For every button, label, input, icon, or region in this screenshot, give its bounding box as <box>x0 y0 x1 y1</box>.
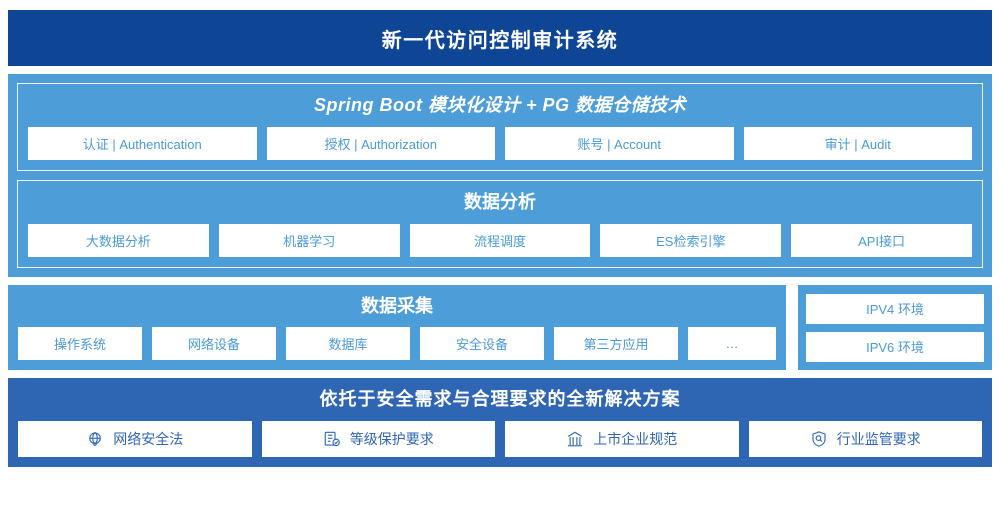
platform-panel: Spring Boot 模块化设计 + PG 数据仓储技术 认证 | Authe… <box>8 74 992 277</box>
chip-third-party-application[interactable]: 第三方应用 <box>554 327 678 360</box>
chip-row-data-analysis: 大数据分析 机器学习 流程调度 ES检索引擎 API接口 <box>28 224 972 257</box>
chip-label: 网络安全法 <box>113 431 184 447</box>
chip-row-spring-boot: 认证 | Authentication 授权 | Authorization 账… <box>28 127 972 160</box>
chip-es-search-engine[interactable]: ES检索引擎 <box>600 224 782 257</box>
environment-panel: IPV4 环境 IPV6 环境 <box>798 285 992 370</box>
chip-database[interactable]: 数据库 <box>286 327 410 360</box>
chip-ipv4-environment[interactable]: IPV4 环境 <box>806 293 984 324</box>
chip-label: 等级保护要求 <box>349 431 434 447</box>
group-title-spring-boot: Spring Boot 模块化设计 + PG 数据仓储技术 <box>313 95 686 115</box>
chip-network-device[interactable]: 网络设备 <box>152 327 276 360</box>
chip-process-scheduling[interactable]: 流程调度 <box>409 224 591 257</box>
chip-classified-protection-requirements[interactable]: 等级保护要求 <box>261 421 495 457</box>
page-header: 新一代访问控制审计系统 <box>8 10 992 66</box>
chip-row-solution: 网络安全法 等级保护要求 <box>18 421 982 457</box>
group-data-analysis: 数据分析 大数据分析 机器学习 流程调度 ES检索引擎 API接口 <box>17 180 983 268</box>
document-check-icon <box>323 430 341 448</box>
chip-audit[interactable]: 审计 | Audit <box>743 127 972 160</box>
shield-search-icon <box>810 430 828 448</box>
chip-listed-enterprise-standards[interactable]: 上市企业规范 <box>505 421 739 457</box>
chip-operating-system[interactable]: 操作系统 <box>18 327 142 360</box>
globe-icon <box>86 430 104 448</box>
chip-security-device[interactable]: 安全设备 <box>420 327 544 360</box>
data-collection-panel: 数据采集 操作系统 网络设备 数据库 安全设备 第三方应用 … <box>8 285 786 370</box>
chip-ipv6-environment[interactable]: IPV6 环境 <box>806 331 984 362</box>
chip-authorization[interactable]: 授权 | Authorization <box>266 127 495 160</box>
chip-authentication[interactable]: 认证 | Authentication <box>28 127 257 160</box>
chip-row-data-collection: 操作系统 网络设备 数据库 安全设备 第三方应用 … <box>18 327 776 360</box>
group-title-solution: 依托于安全需求与合理要求的全新解决方案 <box>319 389 681 409</box>
solution-panel: 依托于安全需求与合理要求的全新解决方案 网络安全法 <box>8 378 992 467</box>
chip-big-data-analysis[interactable]: 大数据分析 <box>28 224 209 257</box>
collect-row: 数据采集 操作系统 网络设备 数据库 安全设备 第三方应用 … IPV4 环境 … <box>8 285 992 370</box>
chip-industry-regulatory-requirements[interactable]: 行业监管要求 <box>748 421 982 457</box>
chip-label: 行业监管要求 <box>836 431 921 447</box>
chip-api-interface[interactable]: API接口 <box>791 224 972 257</box>
group-title-data-collection: 数据采集 <box>361 296 433 316</box>
chip-account[interactable]: 账号 | Account <box>505 127 734 160</box>
bank-building-icon <box>566 430 584 448</box>
group-spring-boot: Spring Boot 模块化设计 + PG 数据仓储技术 认证 | Authe… <box>17 83 983 171</box>
page-title: 新一代访问控制审计系统 <box>381 29 619 52</box>
chip-more-ellipsis[interactable]: … <box>688 327 776 360</box>
chip-cybersecurity-law[interactable]: 网络安全法 <box>18 421 252 457</box>
group-title-data-analysis: 数据分析 <box>464 192 536 212</box>
chip-machine-learning[interactable]: 机器学习 <box>218 224 400 257</box>
chip-label: 上市企业规范 <box>593 431 678 447</box>
